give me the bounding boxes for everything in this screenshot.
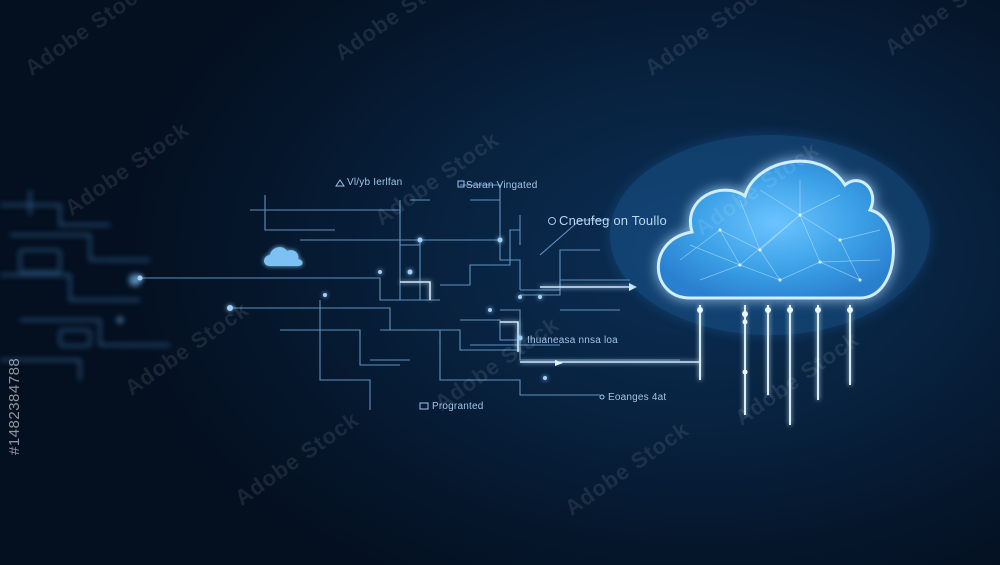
small-cloud-icon — [264, 247, 303, 266]
arrow-heads — [555, 283, 637, 366]
stock-id: #1482384788 — [6, 357, 23, 455]
bright-traces — [400, 281, 700, 363]
connector-caps — [697, 307, 853, 375]
label-bottom-right: Eoanges 4at — [608, 392, 667, 403]
label-bottom-left: Progranted — [432, 401, 484, 412]
circuit-traces — [140, 184, 680, 410]
label-mid: Ihuaneasa nnsa loa — [527, 335, 618, 346]
circuit-nodes — [137, 237, 547, 380]
label-top-left: Vl/yb Ierlfan — [347, 177, 403, 188]
cloud-connectors — [699, 305, 851, 425]
blurred-circuit — [0, 190, 170, 380]
cloud-icon — [656, 159, 895, 300]
cloud-network-nodes — [718, 213, 862, 282]
label-icons — [335, 179, 605, 410]
label-top-mid: Saran Vingated — [466, 180, 538, 191]
label-top-right: Cneufeg on Toullo — [559, 213, 667, 228]
